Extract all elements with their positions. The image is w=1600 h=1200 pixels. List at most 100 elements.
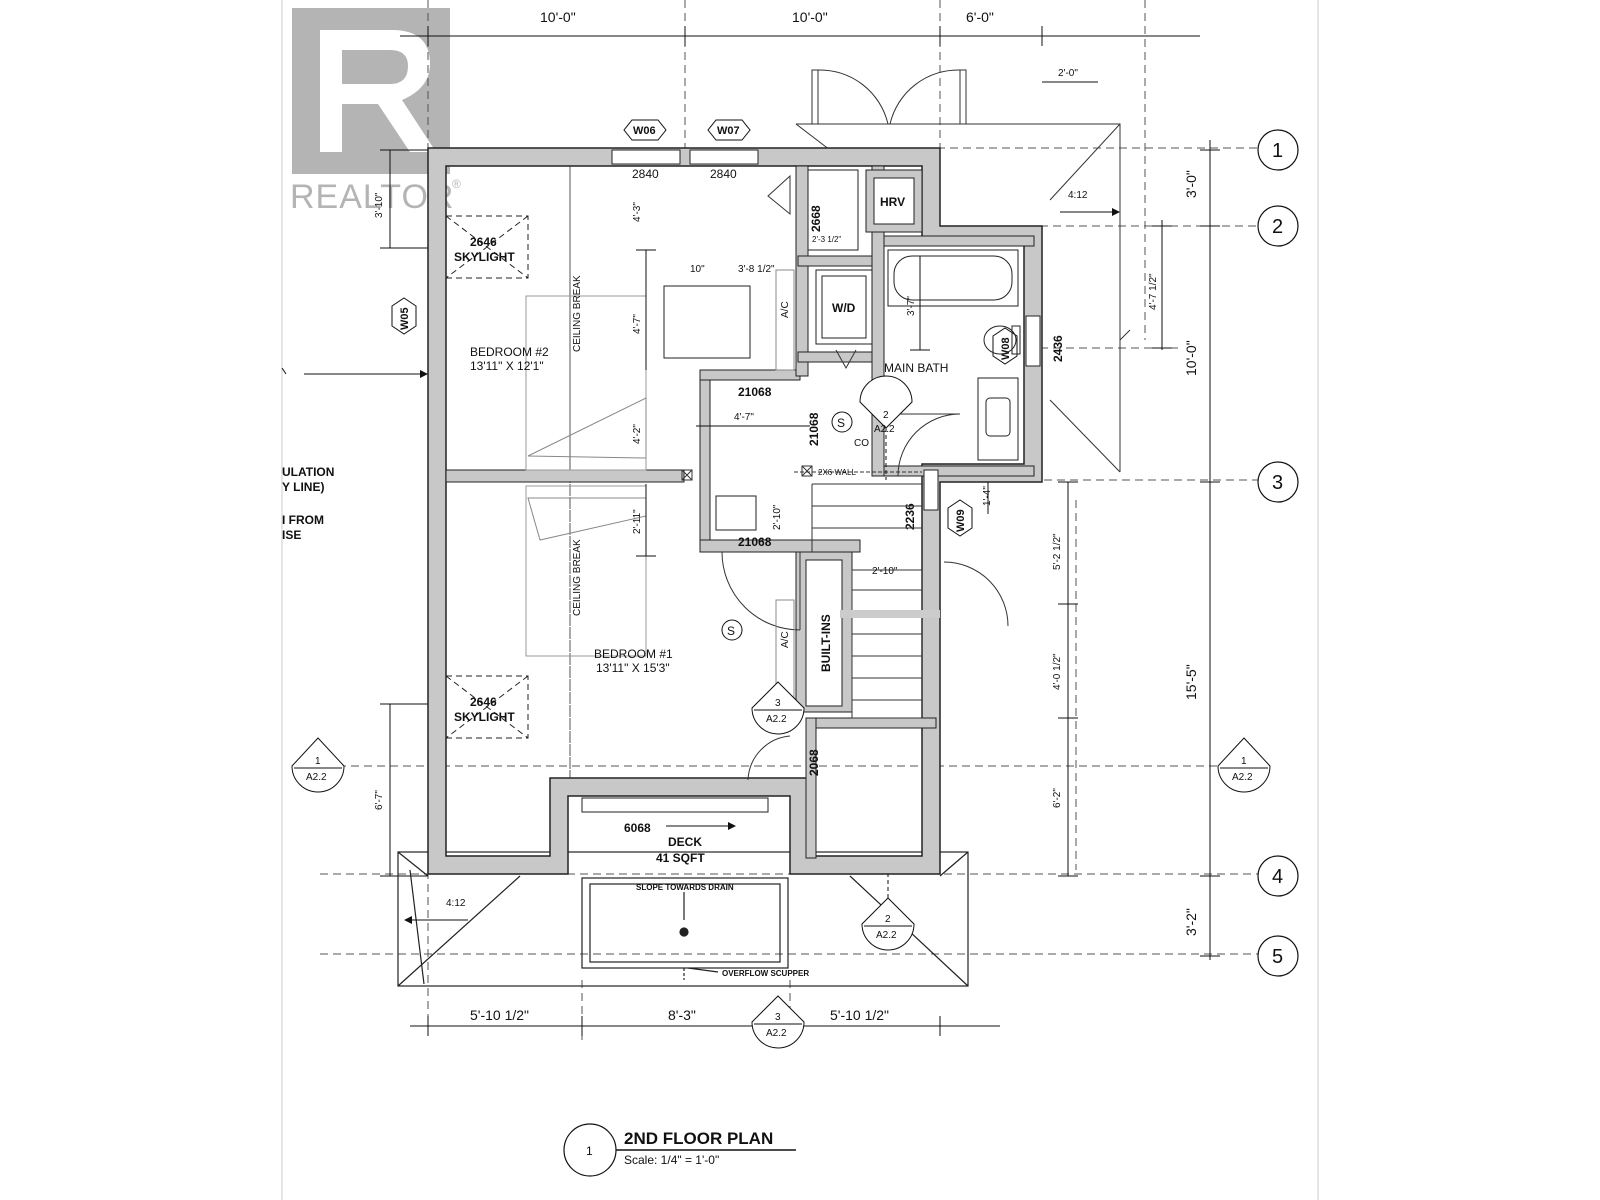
dim-interior-7: 3'-7" [906,296,917,316]
skylight-code-bottom: 2646 [470,695,497,709]
left-dimensions [380,149,428,877]
grid-bubble-5: 5 [1272,946,1283,968]
section-1-left-num: 1 [315,756,321,767]
dim-interior-4: 2'-11" [632,509,643,534]
roof-outline [795,123,1131,473]
realtor-logo-text: REALTOR [290,178,454,216]
interior-walls [445,165,1035,859]
smoke-detector-hall: S [837,416,845,430]
dim-top-2: 10'-0" [792,9,828,25]
door-code-3: 2668 [809,205,823,232]
window-tag-w06: W06 [633,125,656,137]
dim-interior-6: 3'-8 1/2" [738,264,775,275]
hrv-label: HRV [880,195,905,209]
ceiling-break-top: CEILING BREAK [572,275,583,352]
dim-left-1: 3'-10" [374,192,385,218]
grid-bubble-2: 2 [1272,216,1283,238]
grid-bubbles [1257,129,1299,977]
section-3-mid-num: 3 [775,698,781,709]
dim-top-1: 10'-0" [540,9,576,25]
section-2-top-sheet: A2.2 [874,424,895,435]
dim-interior-10: 2'-10" [872,566,898,577]
deck [581,877,789,980]
dim-left-2: 6'-7" [374,790,385,810]
skylight-code-top: 2646 [470,235,497,249]
title-text: 2ND FLOOR PLAN [624,1129,773,1148]
dim-right-5: 3'-2" [1183,908,1199,936]
door-code-8: 2236 [903,503,917,530]
deck-area: 41 SQFT [656,851,705,865]
grid-bubble-1: 1 [1272,140,1283,162]
dim-right-3: 10'-0" [1183,340,1199,376]
svg-text:®: ® [452,177,461,191]
ac-label-top: A/C [780,301,791,318]
grid-bubble-4: 4 [1272,866,1283,888]
left-note-1: ULATION [282,465,334,479]
bedroom-2 [445,168,810,471]
main-bath [887,249,1021,461]
builtins-label: BUILT-INS [819,614,833,672]
bath-label: MAIN BATH [884,361,948,375]
bedroom-1-name: BEDROOM #1 [594,647,673,661]
window-tag-w05: W05 [399,307,411,330]
section-3-mid-sheet: A2.2 [766,714,787,725]
section-3-bottom-sheet: A2.2 [766,1028,787,1039]
top-dimensions [400,26,1200,83]
skylight-label-top: SKYLIGHT [454,250,515,264]
dim-interior-1: 4'-3" [632,202,643,222]
dim-right-2: 4'-7 1/2" [1148,273,1159,310]
title-number: 1 [586,1144,593,1158]
door-code-4: 2436 [1051,335,1065,362]
section-2-top-num: 2 [883,410,889,421]
window-tag-w09: W09 [955,509,967,532]
overflow-note: OVERFLOW SCUPPER [722,969,809,978]
section-1-left-sheet: A2.2 [306,772,327,783]
door-code-9: 2068 [807,749,821,776]
window-tags [391,119,1018,537]
section-2-bottom-num: 2 [885,914,891,925]
dim-right-inner-1: 5'-2 1/2" [1052,533,1063,570]
bedroom-2-size: 13'11" X 12'1" [470,359,544,373]
skylight-label-bottom: SKYLIGHT [454,710,515,724]
left-note-4: ISE [282,528,301,542]
roof-pitch-top: 4:12 [1068,190,1088,201]
door-code-5: 21068 [738,385,772,399]
section-1-right-num: 1 [1241,756,1247,767]
door-code-7: 21068 [738,535,772,549]
window-tag-w07: W07 [717,125,740,137]
left-note-3: I FROM [282,513,324,527]
smoke-detector-bedroom: S [727,624,735,638]
left-note-2: Y LINE) [282,480,324,494]
door-swings [721,174,1009,781]
section-markers [291,375,1271,1049]
dim-interior-8: 4'-7" [734,412,754,423]
section-1-right-sheet: A2.2 [1232,772,1253,783]
dim-bottom-1: 5'-10 1/2" [470,1007,529,1023]
slope-note: SLOPE TOWARDS DRAIN [636,883,734,892]
dim-bottom-2: 8'-3" [668,1007,696,1023]
grid-bubble-3: 3 [1272,472,1283,494]
bedroom-1-size: 13'11" X 15'3" [596,661,670,675]
ac-label-bottom: A/C [780,631,791,648]
door-code-6: 21068 [807,412,821,446]
door-code-1: 2840 [632,167,659,181]
dim-top-3: 6'-0" [966,9,994,25]
title-scale: Scale: 1/4" = 1'-0" [624,1153,719,1167]
roof-pitch-bottom: 4:12 [446,898,466,909]
dim-right-1: 3'-0" [1183,170,1199,198]
stair-and-hall [681,465,940,719]
window-tag-w08: W08 [1000,337,1012,360]
exterior-doors [811,69,967,125]
dim-right-inner-4: 1'-4" [982,486,993,506]
bedroom-1 [445,484,795,776]
dim-interior-2: 4'-7" [632,314,643,334]
ceiling-break-bottom: CEILING BREAK [572,539,583,616]
dim-interior-5: 10" [690,264,705,275]
wall-windows [581,149,1041,813]
dim-right-inner-3: 6'-2" [1052,788,1063,808]
dim-interior-11: 2'-3 1/2" [812,235,841,244]
section-3-bottom-num: 3 [775,1012,781,1023]
right-dimensions [987,140,1220,960]
dim-right-4: 15'-5" [1183,664,1199,700]
